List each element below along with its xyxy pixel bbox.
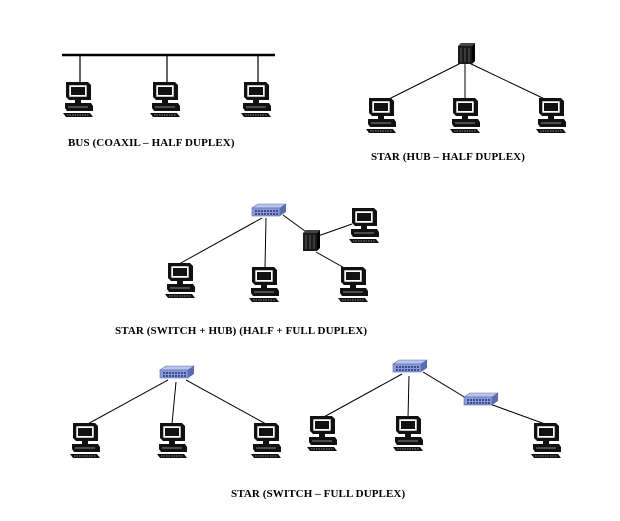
computer-icon bbox=[62, 81, 94, 118]
star-switch-caption: STAR (SWITCH – FULL DUPLEX) bbox=[231, 488, 406, 500]
link-line bbox=[83, 379, 169, 427]
link-line bbox=[407, 375, 410, 419]
switch-icon bbox=[159, 365, 195, 379]
bus-topology bbox=[62, 53, 275, 118]
computer-icon bbox=[164, 262, 196, 299]
computer-icon bbox=[348, 207, 380, 244]
hub-icon bbox=[457, 42, 476, 65]
link-line bbox=[422, 371, 467, 399]
computer-icon bbox=[248, 266, 280, 303]
link-line bbox=[466, 61, 552, 103]
switch-icon bbox=[392, 359, 428, 373]
link-line bbox=[317, 223, 353, 237]
computer-icon bbox=[156, 422, 188, 459]
link-line bbox=[264, 217, 267, 269]
computer-icon bbox=[240, 81, 272, 118]
link-line bbox=[185, 379, 267, 425]
computer-icon bbox=[337, 266, 369, 303]
hub-icon bbox=[302, 229, 321, 252]
computer-icon bbox=[69, 422, 101, 459]
link-line bbox=[178, 217, 263, 265]
computer-icon bbox=[306, 415, 338, 452]
star-switch-hub-caption: STAR (SWITCH + HUB) (HALF + FULL DUPLEX) bbox=[115, 325, 368, 337]
computer-icon bbox=[535, 97, 567, 134]
link-line bbox=[382, 61, 464, 103]
bus-caption: BUS (COAXIL – HALF DUPLEX) bbox=[68, 137, 235, 149]
computer-icon bbox=[365, 97, 397, 134]
computer-icon bbox=[250, 422, 282, 459]
computer-icon bbox=[530, 422, 562, 459]
switch-icon bbox=[463, 392, 499, 406]
star-hub-topology bbox=[365, 42, 567, 134]
computer-icon bbox=[149, 81, 181, 118]
star-switch-topology bbox=[69, 359, 562, 459]
switch-icon bbox=[251, 203, 287, 217]
link-line bbox=[489, 403, 546, 425]
link-line bbox=[321, 373, 403, 419]
computer-icon bbox=[392, 415, 424, 452]
link-line bbox=[282, 214, 310, 235]
star-hub-caption: STAR (HUB – HALF DUPLEX) bbox=[371, 151, 525, 163]
computer-icon bbox=[449, 97, 481, 134]
link-line bbox=[171, 381, 177, 425]
star-switch-hub-topology bbox=[164, 203, 380, 303]
